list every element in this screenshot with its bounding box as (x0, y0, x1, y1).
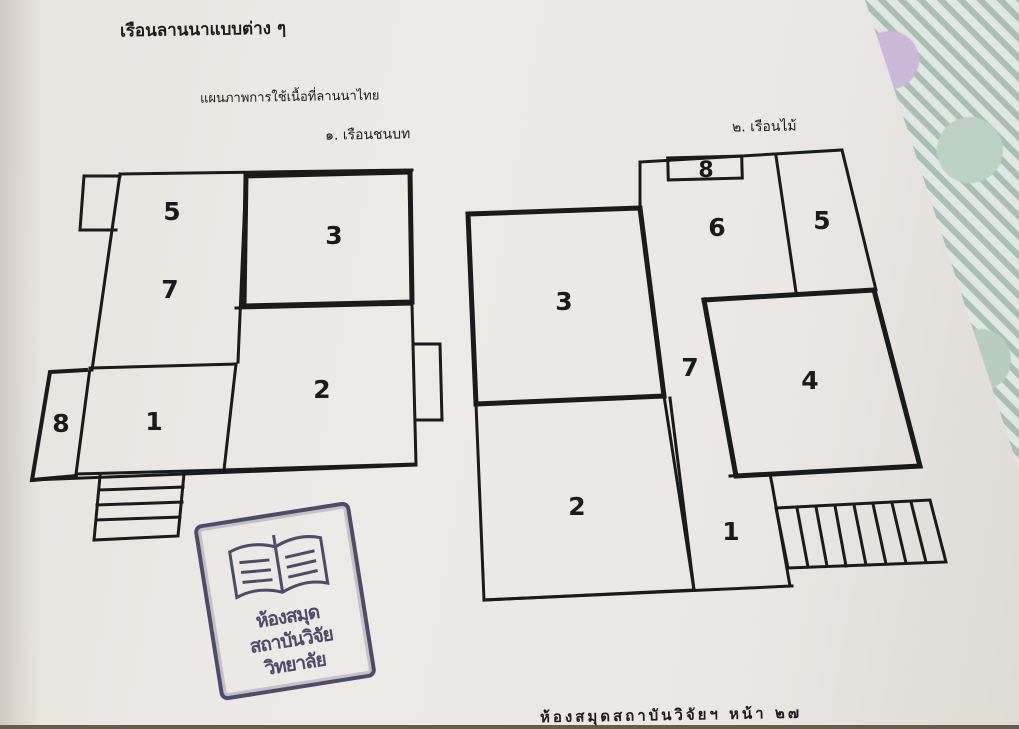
wood-room-8-wall (666, 154, 744, 182)
rural-room-3-label: 3 (325, 221, 342, 250)
wood-stair-step (852, 503, 868, 567)
wood-room-labels: 8 6 5 3 7 4 2 1 (555, 158, 830, 546)
rural-room-1-label: 1 (145, 407, 162, 436)
rural-room-7-label: 7 (161, 275, 178, 304)
wood-stair-step (833, 504, 848, 568)
wood-room-7-label: 7 (681, 353, 698, 382)
wood-room-8-label: 8 (698, 158, 713, 183)
wood-room-3-label: 3 (555, 287, 572, 316)
wood-stair-step (909, 500, 928, 564)
rural-stair-step (95, 500, 184, 507)
wood-stair-step (890, 501, 908, 565)
rural-stairs-outline (92, 472, 186, 542)
rural-wall-left (90, 172, 122, 372)
wood-wall-divider-6-5 (774, 154, 798, 294)
wood-stair-step (871, 502, 888, 566)
open-book-icon (228, 534, 330, 600)
wood-stair-step (814, 505, 829, 568)
rural-room-labels: 5 7 3 2 1 8 (52, 197, 342, 438)
rural-annex-top-left (78, 174, 122, 232)
rural-annex-right (412, 342, 444, 422)
rural-room-2-wall (222, 302, 418, 472)
wood-plan (465, 148, 948, 602)
wood-room-2-label: 2 (568, 492, 585, 521)
library-stamp: ห้องสมุด สถาบันวิจัย วิทยาลัย (193, 500, 377, 702)
wood-stairs-outline (774, 498, 948, 570)
rural-room-8-label: 8 (52, 409, 69, 438)
page-gutter (0, 0, 40, 725)
wood-room-1-label: 1 (722, 517, 739, 546)
rural-room-1-wall (74, 362, 238, 476)
wood-wall-bottom (482, 584, 794, 602)
rural-wall-bottom (30, 463, 418, 482)
wood-stair-step (795, 506, 810, 569)
wood-room-4-wall (701, 287, 924, 479)
wood-room-4-label: 4 (801, 366, 818, 395)
wood-corridor-wall (662, 394, 696, 592)
rural-room-3-wall (241, 169, 415, 309)
rural-stair-step (97, 485, 185, 492)
wood-room-5-label: 5 (813, 206, 830, 235)
wood-wall-top (638, 148, 878, 292)
rural-room-5-label: 5 (163, 197, 180, 226)
rural-stair-step (94, 515, 182, 522)
rural-room-2-label: 2 (313, 375, 330, 404)
wood-room-6-label: 6 (708, 213, 725, 242)
rural-plan (29, 168, 444, 542)
rural-wall-divider-7-1 (90, 362, 238, 370)
